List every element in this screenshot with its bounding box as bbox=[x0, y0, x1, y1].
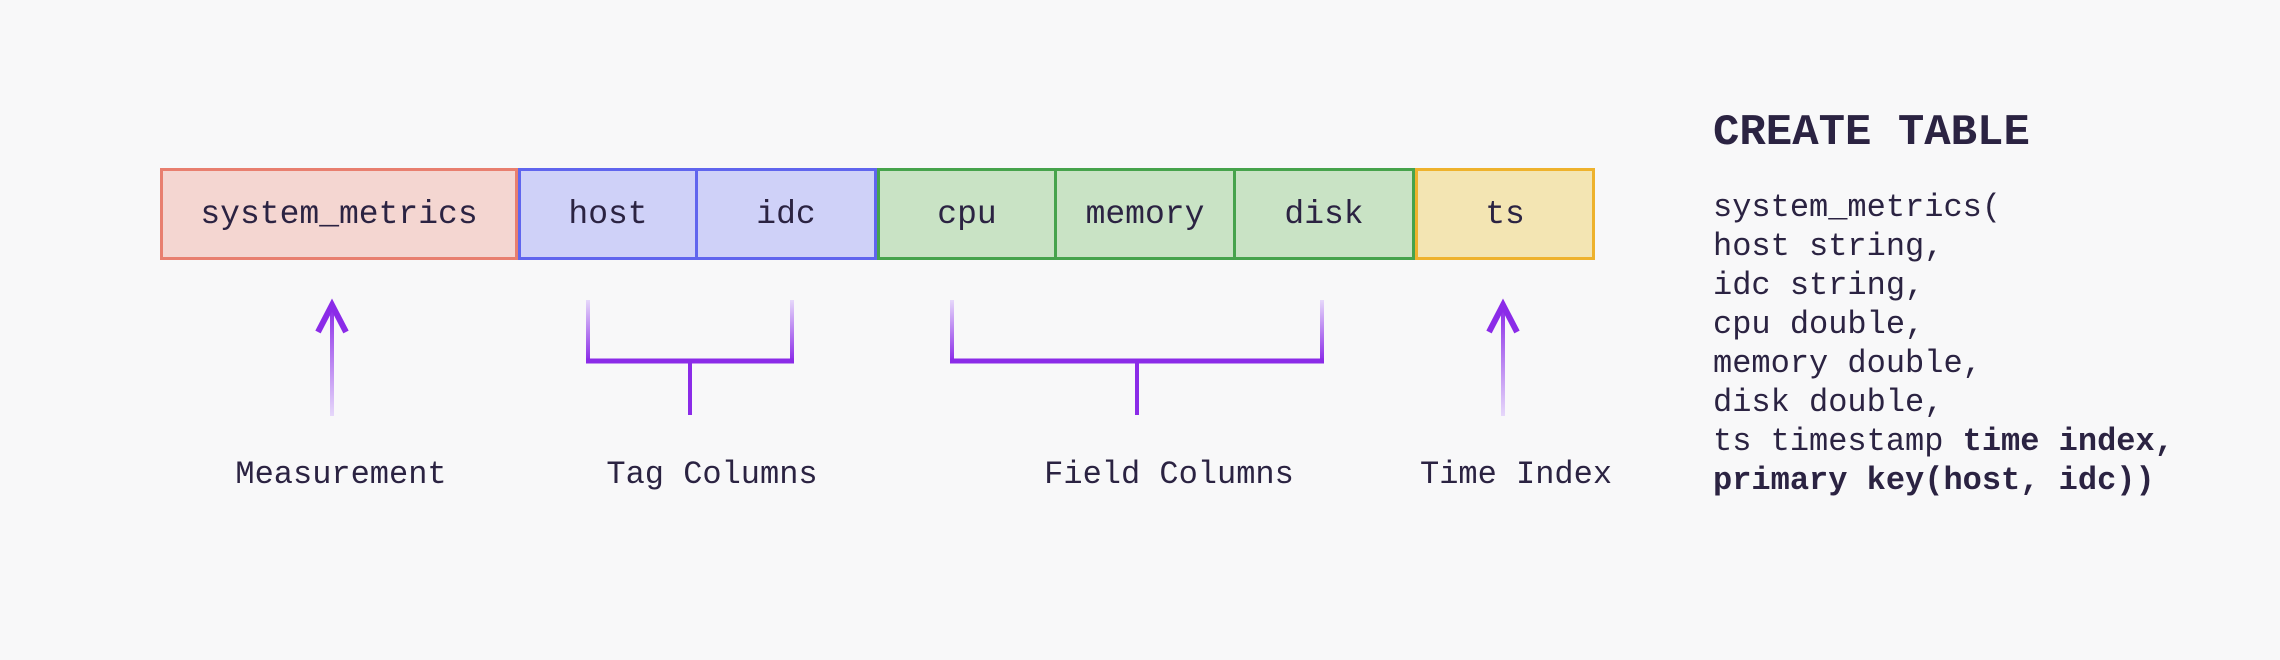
create-table-sql-block: CREATE TABLE system_metrics( host string… bbox=[1713, 106, 2174, 500]
sql-line: ts timestamp time index, bbox=[1713, 423, 2174, 460]
field-columns-label: Field Columns bbox=[1044, 456, 1294, 493]
measurement-label: Measurement bbox=[235, 456, 447, 493]
measurement-box-label: system_metrics bbox=[200, 195, 478, 233]
field-box-memory: memory bbox=[1054, 168, 1236, 260]
sql-line: system_metrics( bbox=[1713, 189, 2002, 226]
field-box-memory-label: memory bbox=[1085, 195, 1205, 233]
time-index-box-label: ts bbox=[1485, 195, 1525, 233]
field-box-disk: disk bbox=[1233, 168, 1415, 260]
field-box-cpu-label: cpu bbox=[937, 195, 997, 233]
sql-title: CREATE TABLE bbox=[1713, 108, 2030, 158]
sql-line: memory double, bbox=[1713, 345, 1982, 382]
time-index-box: ts bbox=[1415, 168, 1595, 260]
tag-box-idc-label: idc bbox=[756, 195, 816, 233]
field-columns-bracket-icon bbox=[950, 300, 1324, 415]
time-index-up-arrow-icon bbox=[1486, 298, 1520, 416]
tag-box-host-label: host bbox=[568, 195, 648, 233]
sql-line: host string, bbox=[1713, 228, 1944, 265]
measurement-up-arrow-icon bbox=[315, 298, 349, 416]
sql-line: primary key(host, idc)) bbox=[1713, 462, 2155, 499]
field-box-disk-label: disk bbox=[1284, 195, 1364, 233]
time-index-label: Time Index bbox=[1419, 456, 1613, 493]
schema-box-row: system_metrics host idc cpu memory disk … bbox=[160, 168, 1595, 260]
sql-line: cpu double, bbox=[1713, 306, 1925, 343]
tag-box-idc: idc bbox=[695, 168, 877, 260]
sql-line: idc string, bbox=[1713, 267, 1925, 304]
sql-line: disk double, bbox=[1713, 384, 1944, 421]
sql-body: system_metrics( host string, idc string,… bbox=[1713, 188, 2174, 500]
measurement-box: system_metrics bbox=[160, 168, 518, 260]
tag-columns-bracket-icon bbox=[586, 300, 794, 415]
tag-box-host: host bbox=[518, 168, 698, 260]
field-box-cpu: cpu bbox=[877, 168, 1057, 260]
tag-columns-label: Tag Columns bbox=[606, 456, 818, 493]
